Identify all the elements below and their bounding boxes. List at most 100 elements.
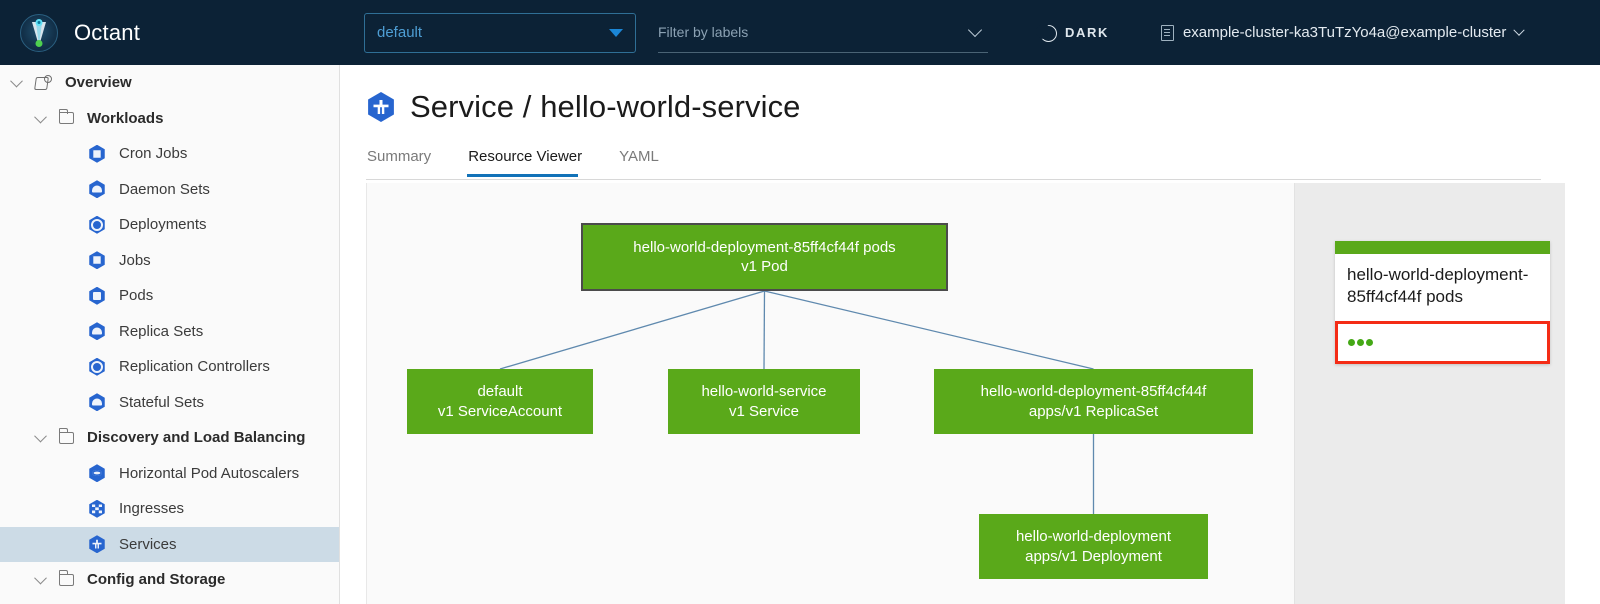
sidebar-item-discovery-and-load-balancing[interactable]: Discovery and Load Balancing [0,420,339,456]
namespace-select[interactable]: default [364,12,636,53]
chevron-down-icon[interactable] [34,429,47,443]
hpa-icon [89,464,105,483]
caret-down-icon [609,28,623,37]
cluster-selector[interactable]: example-cluster-ka3TuTzYo4a@example-clus… [1160,24,1526,41]
sidebar-item-label: Workloads [87,109,164,127]
tab-summary[interactable]: Summary [367,148,432,165]
sidebar-item-label: Ingresses [119,500,185,518]
status-dot[interactable] [1366,338,1373,346]
sidebar-item-jobs[interactable]: Jobs [0,243,339,279]
graph-node-name: hello-world-deployment-85ff4cf44f [980,383,1207,401]
sidebar-item-daemon-sets[interactable]: Daemon Sets [0,172,339,208]
statefulset-icon [89,393,105,412]
graph-node-kind: apps/v1 Deployment [1025,547,1162,565]
sidebar-item-label: Config and Storage [87,571,226,589]
sidebar-item-stateful-sets[interactable]: Stateful Sets [0,385,339,421]
overview-icon [35,75,52,90]
tab-yaml[interactable]: YAML [619,148,659,165]
sidebar-item-services[interactable]: Services [0,526,339,562]
sidebar-item-label: Replica Sets [119,322,204,340]
status-dot[interactable] [1357,338,1364,346]
status-dot[interactable] [1348,338,1355,346]
sidebar-item-replica-sets[interactable]: Replica Sets [0,314,339,350]
job-icon [89,251,105,270]
daemonset-icon [89,180,105,199]
cronjob-icon [89,144,105,163]
octant-logo-icon [20,13,58,52]
detail-card-status-bar [1335,241,1550,254]
sidebar-item-label: Daemon Sets [119,180,210,198]
graph-node-kind: v1 Service [728,402,800,420]
chevron-down-icon[interactable] [10,74,23,88]
sidebar-item-ingresses[interactable]: Ingresses [0,491,339,527]
detail-card[interactable]: hello-world-deployment-85ff4cf44f pods [1335,241,1550,364]
theme-toggle[interactable]: DARK [1036,23,1109,42]
sidebar-item-cron-jobs[interactable]: Cron Jobs [0,136,339,172]
page-title-text: Service / hello-world-service [410,89,801,124]
brand[interactable]: Octant [0,13,340,52]
label-filter-placeholder: Filter by labels [658,24,749,40]
graph-edges [499,290,1095,514]
folder-icon [58,108,74,125]
detail-panel: hello-world-deployment-85ff4cf44f pods [1294,183,1565,604]
chevron-down-icon [1513,24,1526,36]
resource-graph: hello-world-deployment-85ff4cf44f pods v1… [367,183,1565,604]
ingress-icon [89,499,105,518]
replicaset-icon [89,322,105,341]
graph-node-kind: apps/v1 ReplicaSet [1028,402,1159,420]
sidebar-item-pods[interactable]: Pods [0,278,339,314]
graph-node-pod[interactable]: hello-world-deployment-85ff4cf44f pods v1… [581,223,948,291]
sidebar-item-horizontal-pod-autoscalers[interactable]: Horizontal Pod Autoscalers [0,456,339,492]
main-content: Service / hello-world-service Summary Res… [341,65,1600,604]
chevron-down-icon[interactable] [34,571,47,585]
sidebar-item-overview[interactable]: Overview [0,65,339,101]
cluster-icon [1160,24,1174,41]
folder-icon [58,428,74,444]
sidebar-item-deployments[interactable]: Deployments [0,207,339,243]
pod-icon [89,286,105,305]
replicationcontroller-icon [89,357,105,376]
graph-node-kind: v1 Pod [741,258,788,275]
app-header: Octant default Filter by labels DARK exa… [0,0,1600,65]
folder-icon [58,570,74,586]
graph-node-name: hello-world-deployment-85ff4cf44f pods [633,238,896,256]
chevron-down-icon[interactable] [34,110,47,124]
theme-toggle-label: DARK [1065,25,1109,40]
resource-viewer: hello-world-deployment-85ff4cf44f pods v1… [366,183,1565,604]
graph-edge-pod-to-sa [499,290,765,370]
graph-node-name: hello-world-service [701,383,827,401]
sidebar-item-label: Jobs [119,251,151,269]
sidebar-item-label: Services [119,535,177,553]
sidebar-item-label: Stateful Sets [119,393,205,411]
sidebar-item-replication-controllers[interactable]: Replication Controllers [0,349,339,385]
detail-card-status-dots[interactable] [1335,320,1550,364]
deployment-icon [89,215,105,234]
sidebar-item-label: Horizontal Pod Autoscalers [119,464,300,482]
namespace-value: default [377,24,423,41]
tab-resource-viewer[interactable]: Resource Viewer [467,144,598,177]
brand-name: Octant [74,19,141,45]
cluster-name: example-cluster-ka3TuTzYo4a@example-clus… [1182,24,1507,41]
page-title: Service / hello-world-service [341,65,1600,125]
sidebar-item-workloads[interactable]: Workloads [0,101,339,137]
sidebar-item-label: Pods [119,287,154,305]
graph-edge-pod-to-service [763,290,766,370]
moon-icon [1036,23,1057,42]
detail-card-title: hello-world-deployment-85ff4cf44f pods [1347,265,1529,307]
sidebar-item-label: Replication Controllers [119,358,270,376]
graph-node-name: hello-world-deployment [1015,528,1172,546]
sidebar-item-config-and-storage[interactable]: Config and Storage [0,562,339,598]
sidebar-item-label: Discovery and Load Balancing [87,429,306,447]
sidebar-item-label: Overview [65,74,132,92]
graph-edge-pod-to-replicaset [764,290,1094,370]
tab-bar: Summary Resource Viewer YAML [366,144,1541,180]
sidebar-item-label: Deployments [119,216,207,234]
label-filter-input[interactable]: Filter by labels [658,13,988,53]
chevron-down-icon [967,22,983,37]
service-icon [368,92,394,122]
